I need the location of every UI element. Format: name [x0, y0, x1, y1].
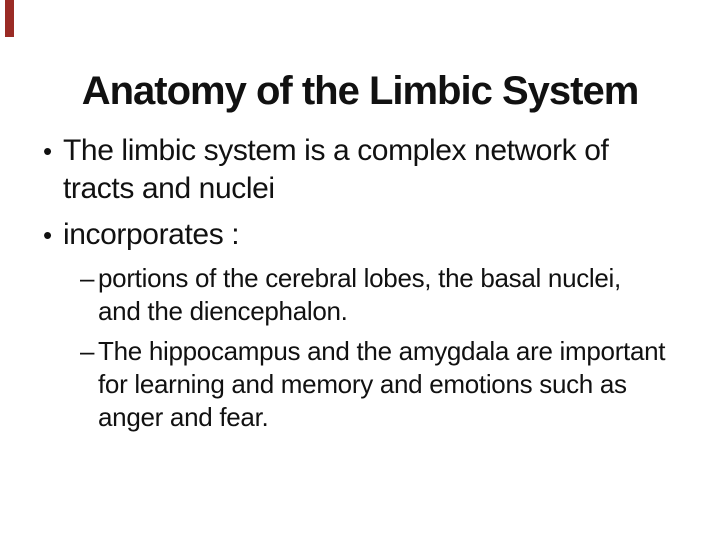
- list-item: • incorporates :: [43, 216, 703, 254]
- sub-bullet-text-line: anger and fear.: [98, 402, 269, 432]
- bullet-text-line: incorporates :: [63, 218, 240, 251]
- page-title: Anatomy of the Limbic System: [81, 68, 640, 113]
- list-item: – The hippocampus and the amygdala are i…: [80, 335, 718, 434]
- accent-bar: [5, 0, 14, 37]
- dash-icon: –: [80, 263, 95, 293]
- bullet-icon: •: [43, 136, 53, 166]
- list-item: • The limbic system is a complex network…: [43, 132, 703, 208]
- bullet-icon: •: [43, 220, 53, 250]
- sub-bullet-text-line: for learning and memory and emotions suc…: [98, 369, 627, 399]
- bullet-text-line: The limbic system is a complex network o…: [63, 134, 609, 167]
- sub-bullet-list: – portions of the cerebral lobes, the ba…: [80, 262, 718, 441]
- dash-icon: –: [80, 336, 95, 366]
- sub-bullet-text-line: and the diencephalon.: [98, 296, 348, 326]
- sub-bullet-text-line: portions of the cerebral lobes, the basa…: [98, 263, 621, 293]
- bullet-text-line: tracts and nuclei: [63, 172, 275, 205]
- sub-bullet-text-line: The hippocampus and the amygdala are imp…: [98, 336, 666, 366]
- list-item: – portions of the cerebral lobes, the ba…: [80, 262, 718, 328]
- bullet-list: • The limbic system is a complex network…: [43, 132, 703, 262]
